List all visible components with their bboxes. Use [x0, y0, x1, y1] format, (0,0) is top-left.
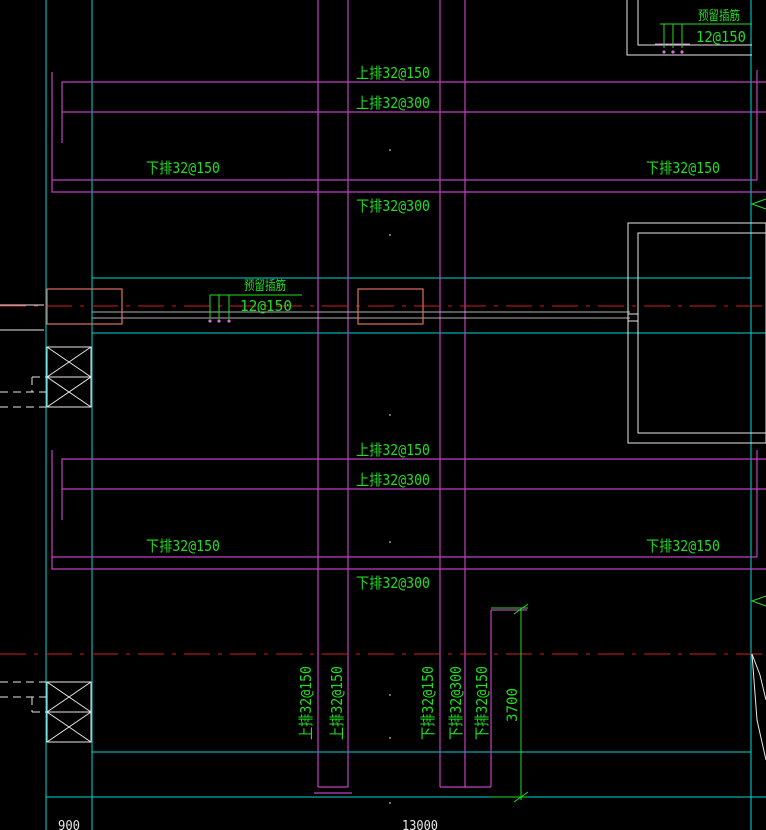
dowel-name-top-right: 预留插筋: [698, 8, 740, 24]
hatch-tie-lines-upper: [0, 376, 46, 408]
dowel-labels: 预留插筋 12@150 预留插筋 12@150: [240, 8, 746, 315]
opening-top-outer: [626, 0, 752, 56]
label-vertical-bottom-150-1: 下排32@150: [419, 666, 437, 740]
label-top-150-b: 上排32@150: [356, 441, 430, 459]
mag-bottom-150-rebar-a: [51, 72, 766, 193]
label-bottom-300-b: 下排32@300: [356, 574, 430, 592]
dowel-symbol-top-right: [655, 24, 690, 48]
vertical-rebar-labels: 上排32@150 上排32@150 下排32@150 下排32@300 下排32…: [297, 666, 491, 740]
dowel-spec-mid: 12@150: [240, 297, 292, 315]
label-bottom-150-left-b: 下排32@150: [146, 537, 220, 555]
label-top-300-b: 上排32@300: [356, 471, 430, 489]
rebar-labels: 上排32@150 上排32@300 下排32@150 下排32@150 下排32…: [146, 64, 720, 592]
right-marker-upper: [750, 198, 766, 210]
label-vertical-bottom-300: 下排32@300: [447, 666, 465, 740]
label-vertical-top-150-2: 上排32@150: [328, 666, 346, 740]
grid-dots: [389, 149, 391, 804]
mag-top-150-rebar-a: [61, 81, 766, 143]
label-bottom-300-a: 下排32@300: [356, 197, 430, 215]
structure-outlines: [0, 0, 766, 444]
label-bottom-150-left-a: 下排32@150: [146, 159, 220, 177]
dowel-spec-top-right: 12@150: [696, 28, 746, 46]
hatch-block-upper: [46, 346, 92, 408]
dim-13000-label: 13000: [402, 819, 438, 830]
dowel-dots-mid: [208, 319, 231, 323]
opening-right-inner: [637, 232, 766, 434]
column-outlines: [46, 288, 424, 325]
hatch-blocks: [0, 346, 92, 743]
label-bottom-150-right-a: 下排32@150: [646, 159, 720, 177]
dimension-labels: 3700: [505, 688, 521, 722]
dowel-rebar-lines: [92, 311, 630, 319]
dim-900-label: 900: [58, 819, 80, 830]
column-left: [46, 288, 123, 325]
cyan-outline-lines: [45, 0, 766, 830]
opening-right-outer: [627, 222, 766, 444]
column-center: [357, 288, 424, 325]
label-bottom-150-right-b: 下排32@150: [646, 537, 720, 555]
dim-3700-tick-top: [513, 603, 529, 615]
red-axis-lines: [0, 305, 766, 655]
label-top-300-a: 上排32@300: [356, 94, 430, 112]
mag-bottom-150-rebar-b: [51, 450, 766, 570]
right-marker-lower: [750, 595, 766, 607]
label-top-150-a: 上排32@150: [356, 64, 430, 82]
dowel-symbol-mid: [209, 295, 230, 318]
label-vertical-top-150-1: 上排32@150: [297, 666, 315, 740]
bottom-dimension-labels: 900 13000: [58, 819, 438, 830]
mag-top-150-rebar-b: [61, 458, 766, 520]
magenta-rebar-lines: [51, 0, 766, 794]
opening-top-inner: [637, 0, 752, 46]
dimension-lines: [210, 23, 766, 803]
dowel-dots-top-right: [662, 50, 684, 54]
hatch-block-lower: [46, 681, 92, 743]
right-edge-sketch: [751, 653, 766, 761]
dowel-name-mid: 预留插筋: [244, 278, 286, 294]
dim-3700-label: 3700: [505, 688, 521, 722]
hatch-tie-lines-lower: [0, 681, 46, 713]
label-vertical-bottom-150-2: 下排32@150: [473, 666, 491, 740]
